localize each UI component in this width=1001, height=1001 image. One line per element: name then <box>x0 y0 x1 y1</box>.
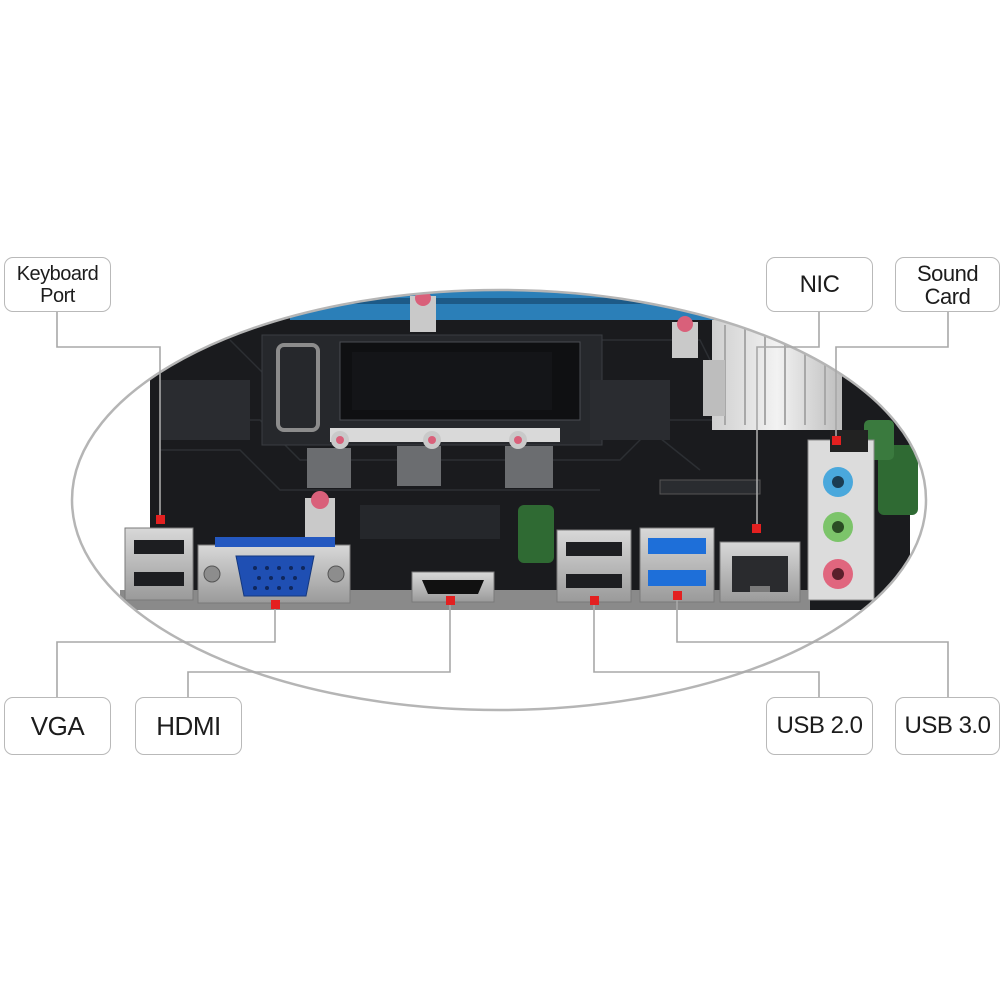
callout-nic: NIC <box>766 257 873 312</box>
leader-hdmi <box>187 600 451 697</box>
port-markers <box>156 436 841 609</box>
leader-lines <box>56 312 949 697</box>
callout-sound-card-text: Sound Card <box>916 260 979 309</box>
marker-usb2 <box>590 596 599 605</box>
marker-sound-card <box>832 436 841 445</box>
callout-vga-text: VGA <box>30 710 85 741</box>
marker-hdmi <box>446 596 455 605</box>
callout-usb3: USB 3.0 <box>895 697 1000 755</box>
leader-keyboard-port <box>56 312 161 520</box>
motherboard-photo <box>72 290 926 710</box>
marker-nic <box>752 524 761 533</box>
callout-vga: VGA <box>4 697 111 755</box>
callout-hdmi-text: HDMI <box>156 710 221 741</box>
leader-vga <box>56 605 276 697</box>
leader-usb2 <box>593 600 820 697</box>
callout-nic-text: NIC <box>799 270 840 298</box>
callout-usb2: USB 2.0 <box>766 697 873 755</box>
callout-usb2-text: USB 2.0 <box>776 712 863 739</box>
marker-keyboard-port <box>156 515 165 524</box>
leader-usb3 <box>676 595 949 697</box>
marker-vga <box>271 600 280 609</box>
leader-sound-card <box>835 312 949 440</box>
leader-nic <box>756 312 820 528</box>
callout-hdmi: HDMI <box>135 697 242 755</box>
callout-keyboard-port-text: Keyboard Port <box>16 262 99 307</box>
magnifier-outline <box>70 288 928 712</box>
callout-sound-card: Sound Card <box>895 257 1000 312</box>
marker-usb3 <box>673 591 682 600</box>
callout-usb3-text: USB 3.0 <box>904 712 991 739</box>
callout-keyboard-port: Keyboard Port <box>4 257 111 312</box>
